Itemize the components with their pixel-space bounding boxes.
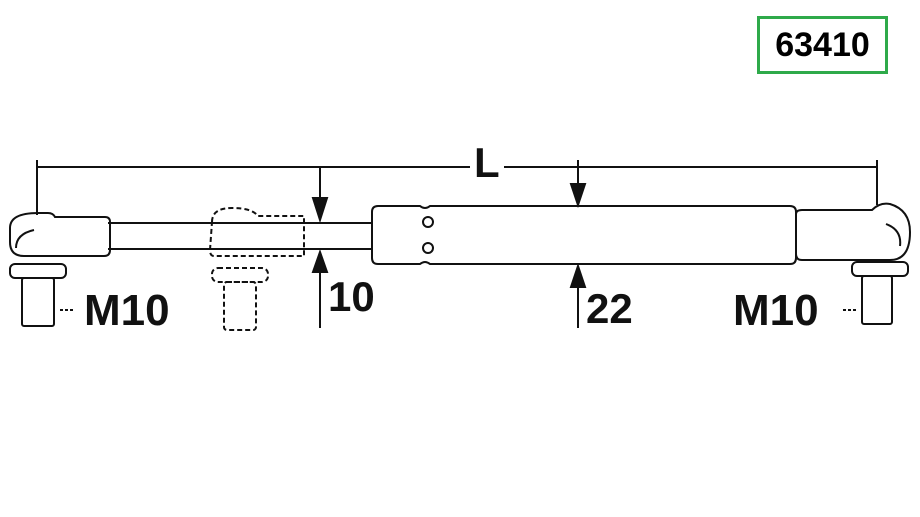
piston-rod [108, 222, 372, 250]
alternate-fitting-dashed [208, 206, 305, 331]
rod-diameter-arrows [311, 166, 329, 328]
right-thread-label: M10 [733, 286, 819, 335]
cylinder-tube [371, 205, 797, 265]
right-ball-socket [795, 202, 912, 325]
cylinder-hole [422, 242, 434, 254]
length-label: L [470, 142, 504, 184]
tube-diameter-label: 22 [586, 285, 633, 332]
left-thread-label: M10 [84, 286, 170, 335]
left-ball-socket [9, 212, 111, 327]
tube-diameter-arrows [569, 160, 587, 328]
length-dimension-line [36, 160, 878, 215]
rod-diameter-label: 10 [328, 273, 375, 320]
part-number-badge: 63410 [757, 16, 888, 74]
cylinder-hole [422, 216, 434, 228]
